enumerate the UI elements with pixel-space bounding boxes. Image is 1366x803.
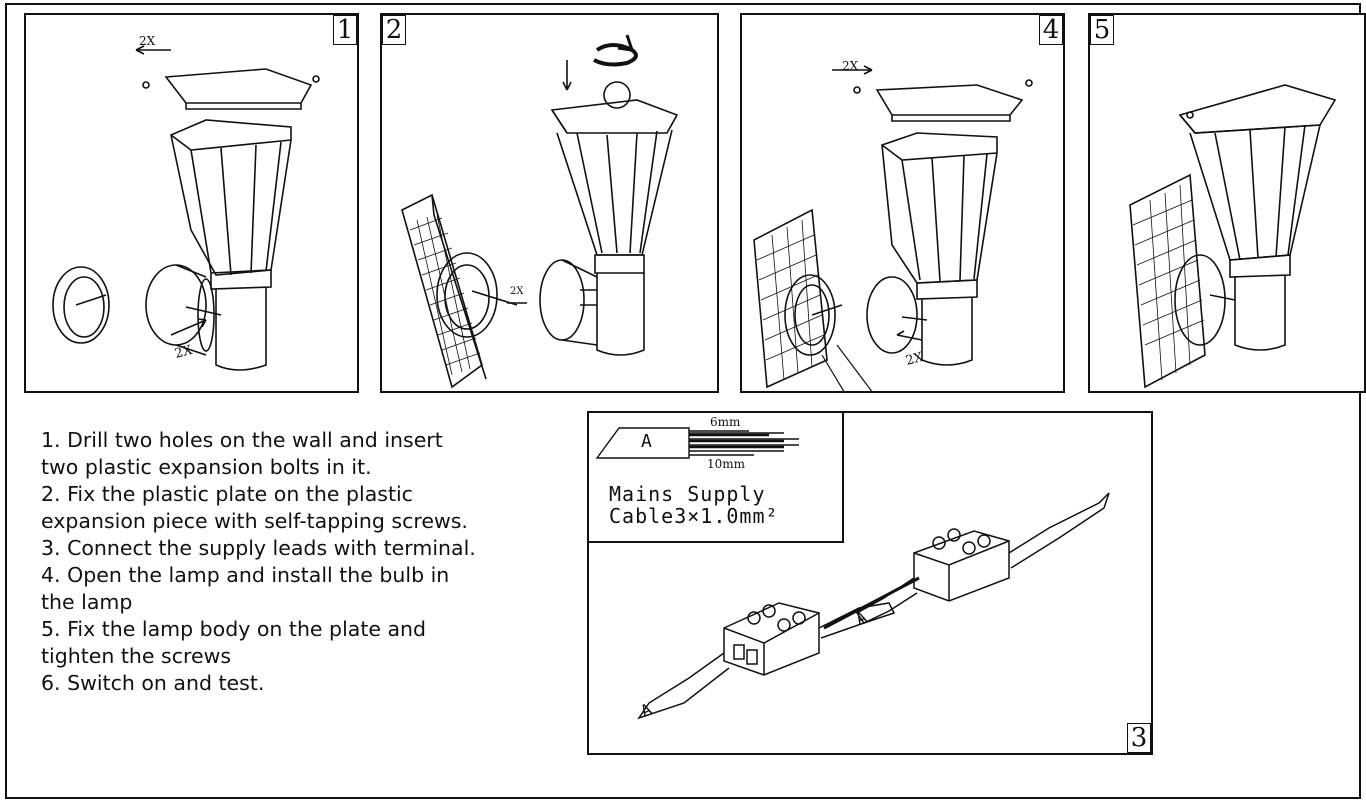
instruction-line: 2. Fix the plastic plate on the plastic bbox=[41, 482, 413, 506]
bolt-count-label: 2X bbox=[173, 343, 195, 362]
terminal-block-drawing: A A bbox=[637, 492, 1110, 721]
step-4-panel: 2X 2X 4 bbox=[740, 13, 1065, 393]
bolt-count-label: 2X bbox=[904, 350, 926, 369]
cable-letter: A bbox=[641, 431, 652, 452]
step-2-panel: 2X 2 bbox=[380, 13, 719, 393]
instruction-line: two plastic expansion bolts in it. bbox=[41, 455, 372, 479]
instruction-line: the lamp bbox=[41, 590, 133, 614]
screw-count-label: 2X bbox=[139, 34, 156, 48]
instruction-line: 3. Connect the supply leads with termina… bbox=[41, 536, 476, 560]
supply-cable-label: Mains Supply Cable3×1.0mm² bbox=[609, 483, 779, 527]
instruction-line: 1. Drill two holes on the wall and inser… bbox=[41, 428, 443, 452]
step-5-panel: 5 bbox=[1088, 13, 1366, 393]
instruction-line: tighten the screws bbox=[41, 644, 232, 668]
step-number: 1 bbox=[333, 15, 357, 45]
instruction-line: 4. Open the lamp and install the bulb in bbox=[41, 563, 450, 587]
screw-count-label: 2X bbox=[842, 59, 859, 73]
instruction-list: 1. Drill two holes on the wall and inser… bbox=[41, 427, 581, 697]
strip-length-10mm: 10mm bbox=[707, 457, 746, 471]
step-number: 2 bbox=[382, 15, 406, 45]
step-number: 5 bbox=[1090, 15, 1114, 45]
instruction-line: 5. Fix the lamp body on the plate and bbox=[41, 617, 427, 641]
strip-length-6mm: 6mm bbox=[710, 415, 741, 429]
cable-spec-inset: A 6mm 10mm Mains Supply Cable3×1.0mm² bbox=[589, 413, 844, 543]
wall-lamp-drawing: 2X 2X bbox=[52, 34, 320, 371]
instruction-line: expansion piece with self-tapping screws… bbox=[41, 509, 468, 533]
step-1-panel: 2X 2X 1 bbox=[24, 13, 359, 393]
bulb-install-drawing: 2X 2X bbox=[753, 59, 1033, 391]
mounted-lamp-drawing bbox=[1129, 84, 1337, 389]
step-number: 4 bbox=[1039, 15, 1063, 45]
step-3-panel: A 6mm 10mm Mains Supply Cable3×1.0mm² A … bbox=[587, 411, 1153, 755]
screw-count-label: 2X bbox=[510, 286, 524, 297]
manual-page bbox=[5, 3, 1361, 799]
instruction-line: 6. Switch on and test. bbox=[41, 671, 265, 695]
supply-line-1: Mains Supply bbox=[609, 482, 766, 506]
step-number: 3 bbox=[1127, 723, 1151, 753]
supply-line-2: Cable3×1.0mm² bbox=[609, 504, 779, 528]
lamp-wall-mounting-drawing: 2X bbox=[401, 34, 679, 389]
cable-strip-drawing bbox=[595, 427, 799, 459]
